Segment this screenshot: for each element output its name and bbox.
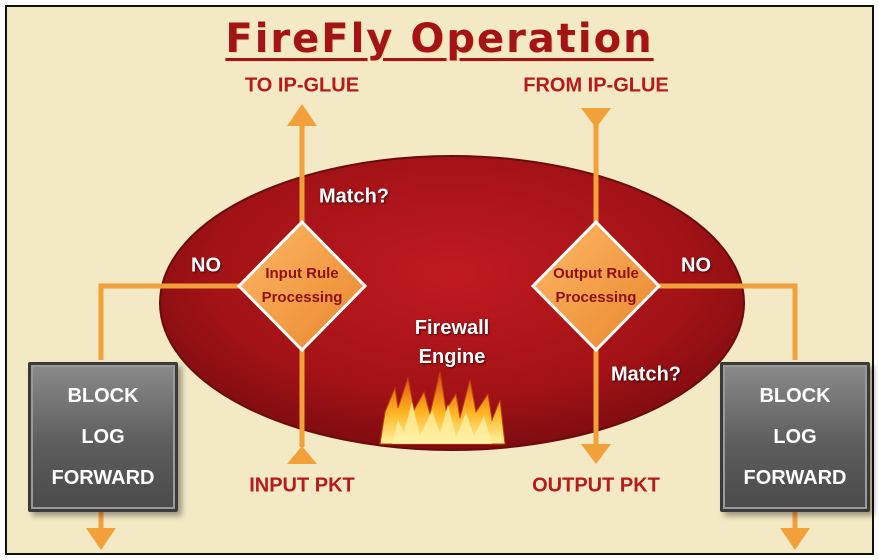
input-rule-diamond	[236, 219, 368, 353]
output-rule-line2: Processing	[555, 289, 637, 306]
flame-icon	[379, 371, 506, 445]
flow-arrowheads	[86, 104, 810, 550]
firewall-engine-label: Firewall Engine	[415, 314, 489, 372]
arrow-down-output-pkt-icon	[581, 444, 611, 464]
right-box-log: LOG	[773, 426, 817, 448]
arrow-down-left-icon	[86, 528, 116, 550]
right-action-box: BLOCK LOG FORWARD	[720, 362, 870, 512]
output-rule-diamond	[530, 219, 662, 353]
label-match-output: Match?	[611, 363, 681, 386]
input-rule-line1: Input Rule	[265, 265, 339, 282]
engine-line2: Engine	[418, 346, 486, 368]
label-no-right: NO	[681, 254, 711, 277]
input-rule-label: Input Rule Processing	[262, 262, 343, 310]
output-rule-line1: Output Rule	[553, 265, 639, 282]
diagram-title: FireFly Operation	[225, 16, 654, 62]
label-input-pkt: INPUT PKT	[249, 474, 355, 497]
arrow-down-from-ip-glue-icon	[581, 108, 611, 128]
left-box-forward: FORWARD	[51, 467, 155, 489]
right-box-forward: FORWARD	[743, 467, 847, 489]
arrow-up-to-ip-glue-icon	[287, 104, 317, 126]
right-box-block: BLOCK	[759, 385, 831, 407]
engine-line1: Firewall	[414, 317, 490, 339]
input-rule-line2: Processing	[261, 289, 343, 306]
arrow-down-right-icon	[780, 528, 810, 550]
left-box-log: LOG	[81, 426, 125, 448]
label-output-pkt: OUTPUT PKT	[532, 474, 660, 497]
label-to-ip-glue: TO IP-GLUE	[244, 74, 360, 97]
left-box-block: BLOCK	[67, 385, 139, 407]
label-match-input: Match?	[319, 185, 389, 208]
left-action-box: BLOCK LOG FORWARD	[28, 362, 178, 512]
label-from-ip-glue: FROM IP-GLUE	[523, 74, 669, 97]
arrow-up-input-pkt-icon	[287, 446, 317, 464]
output-rule-label: Output Rule Processing	[553, 262, 639, 310]
label-no-left: NO	[191, 254, 221, 277]
flow-lines	[98, 120, 798, 530]
